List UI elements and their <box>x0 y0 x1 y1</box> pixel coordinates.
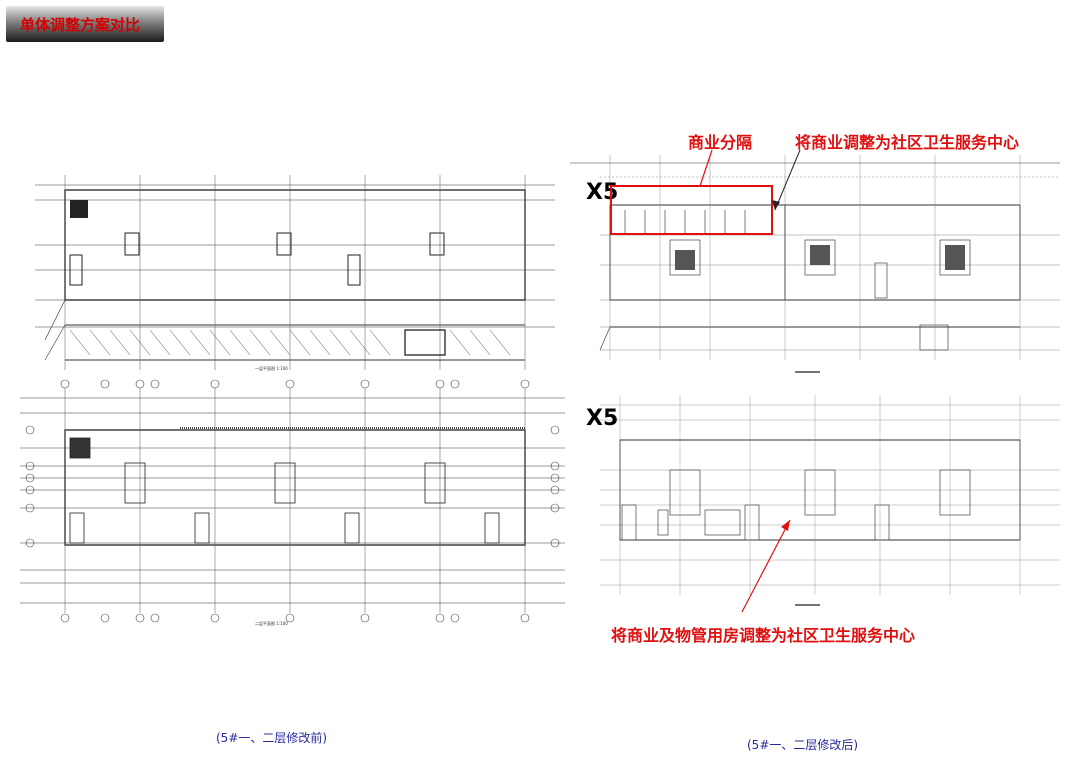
building-marker-top: X5 <box>586 180 619 205</box>
caption-after: (5#一、二层修改后) <box>747 738 859 752</box>
building-marker-bottom: X5 <box>586 406 619 431</box>
arrow-adjust-top <box>774 149 801 211</box>
floor-plan-after-level-1 <box>570 155 1060 373</box>
arrow-adjust-bottom <box>741 519 791 613</box>
floor-plan-before-level-2: 二层平面图 1:100 <box>20 379 565 626</box>
commercial-divide-label: 商业分隔 <box>688 133 753 152</box>
adjust-bottom-label: 将商业及物管用房调整为社区卫生服务中心 <box>611 626 916 645</box>
arrow-commercial-divide <box>699 149 713 187</box>
title-bar: 单体调整方案对比 <box>6 6 164 42</box>
adjust-top-label: 将商业调整为社区卫生服务中心 <box>795 133 1020 152</box>
plan-before-2-label: 二层平面图 1:100 <box>255 620 288 626</box>
floor-plan-after-level-2 <box>600 395 1060 606</box>
caption-before: (5#一、二层修改前) <box>216 731 328 745</box>
plan-before-1-label: 一层平面图 1:100 <box>255 365 288 371</box>
floor-plan-before-level-1: 一层平面图 1:100 <box>35 175 555 371</box>
commercial-divide-highlight <box>610 185 773 235</box>
page-title: 单体调整方案对比 <box>20 16 141 34</box>
